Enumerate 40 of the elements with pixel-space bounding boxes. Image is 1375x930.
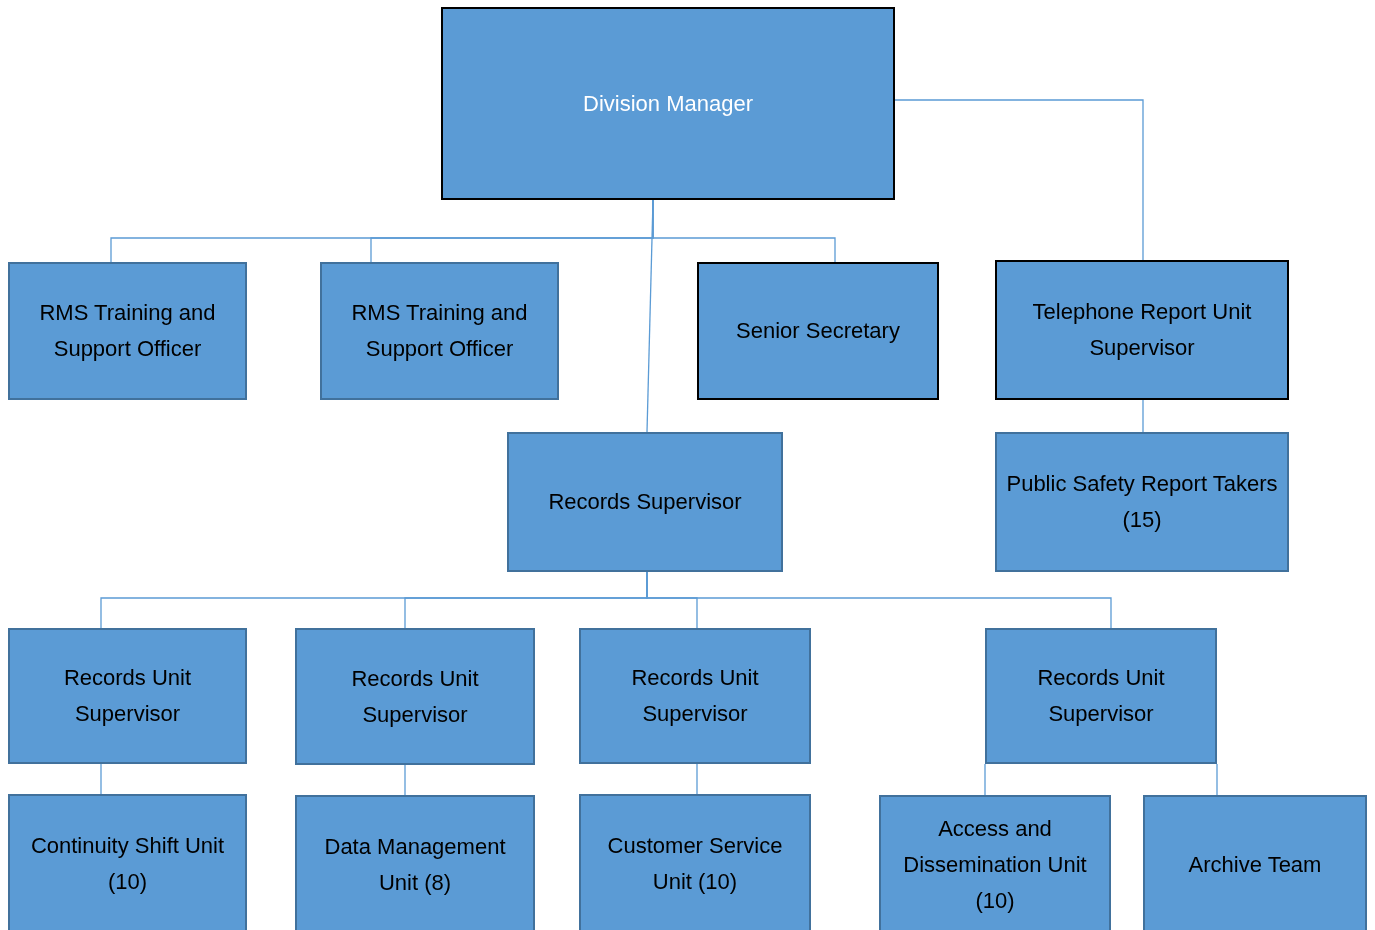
org-box (441, 7, 895, 200)
connector-line (894, 99, 1144, 261)
role-title: Division Manager (583, 89, 753, 118)
role-title: Records Unit Supervisor (62, 664, 193, 728)
role-title: RMS Training and Support Officer (350, 299, 529, 363)
org-box (8, 794, 247, 930)
role-title: Data Management Unit (8) (323, 833, 507, 897)
org-box (697, 262, 939, 400)
connector-line (984, 763, 986, 796)
connector-line (646, 199, 654, 433)
org-box (579, 628, 811, 764)
connector-line (696, 763, 698, 795)
role-title: Records Unit Supervisor (1036, 664, 1166, 728)
org-box (8, 262, 247, 400)
connector-line (100, 763, 102, 795)
org-box (295, 795, 535, 930)
org-box (985, 628, 1217, 764)
role-title: Continuity Shift Unit (10) (29, 832, 226, 896)
org-box (995, 260, 1289, 400)
org-box (579, 794, 811, 930)
role-title: Senior Secretary (736, 317, 900, 345)
role-title: Public Safety Report Takers (15) (1005, 470, 1279, 534)
org-box (295, 628, 535, 765)
org-box (507, 432, 783, 572)
role-title: Records Supervisor (548, 488, 742, 516)
role-title: Records Unit Supervisor (350, 664, 480, 729)
org-box (8, 628, 247, 764)
role-title: Telephone Report Unit Supervisor (1031, 298, 1253, 362)
role-title: Records Unit Supervisor (630, 664, 760, 728)
connector-line (1216, 763, 1218, 796)
connector-line (1142, 399, 1144, 433)
org-box (320, 262, 559, 400)
role-title: RMS Training and Support Officer (38, 299, 217, 363)
org-box (879, 795, 1111, 930)
role-title: Customer Service Unit (10) (606, 832, 784, 896)
role-title: Archive Team (1188, 851, 1322, 879)
connector-line (404, 764, 406, 796)
org-box (995, 432, 1289, 572)
org-box (1143, 795, 1367, 930)
role-title: Access and Dissemination Unit (10) (902, 815, 1088, 915)
